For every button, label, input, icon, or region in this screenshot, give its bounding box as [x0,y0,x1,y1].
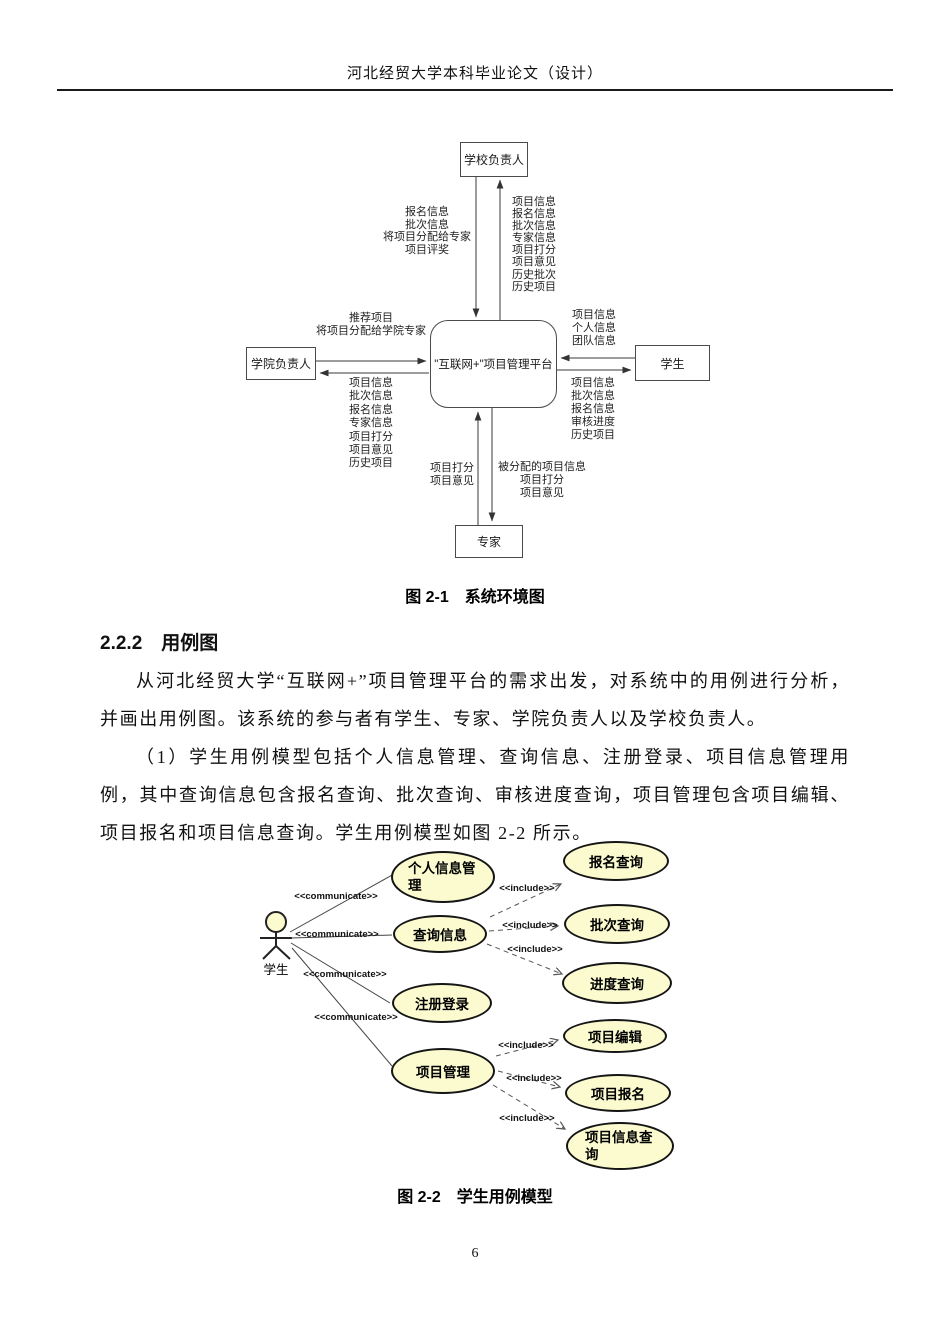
fig1-arrow-layer [316,177,635,525]
fig2-line-layer [260,873,950,1215]
node-school-manager: 学校负责人 [460,142,528,177]
usecase-label: 项目信息查询 [585,1130,653,1162]
stereotype-include: <<include>> [502,920,558,931]
actor-icon [260,911,292,960]
header-rule [57,89,893,91]
fig1-caption: 图 2-1 系统环境图 [405,589,545,606]
stereotype-include: <<include>> [506,1073,562,1084]
paragraph: 从河北经贸大学“互联网+”项目管理平台的需求出发，对系统中的用例进行分析，并画出… [100,671,850,729]
stereotype-communicate: <<communicate>> [294,891,378,902]
edge-communicate-project [291,947,393,1067]
node-college-manager: 学院负责人 [246,347,316,380]
paragraph: （1）学生用例模型包括个人信息管理、查询信息、注册登录、项目信息管理用例，其中查… [100,747,850,843]
usecase-enroll-query: 报名查询 [563,841,669,881]
usecase-project-edit: 项目编辑 [563,1019,667,1053]
page-header-title: 河北经贸大学本科毕业论文（设计） [346,66,603,82]
node-student: 学生 [635,345,710,381]
flow-label-platform-to-student: 项目信息 批次信息 报名信息 审核进度 历史项目 [571,377,615,441]
edge-include-project-enroll [497,1070,560,1087]
student-usecase-diagram: 学生 个人信息管理 查询信息 注册登录 项目管理 报名查询 批次查询 进度查询 … [0,840,950,1215]
actor-label: 学生 [263,963,289,977]
usecase-batch-query: 批次查询 [564,904,670,944]
flow-label-platform-to-expert: 被分配的项目信息 项目打分 项目意见 [498,461,586,499]
usecase-profile: 个人信息管理 [391,851,495,903]
edge-include-project-edit [495,1040,558,1057]
flow-label-expert-to-platform: 项目打分 项目意见 [430,462,474,487]
usecase-project-enroll: 项目报名 [565,1074,671,1112]
edge-communicate-profile [289,873,395,933]
fig2-caption: 图 2-2 学生用例模型 [397,1189,553,1206]
system-environment-diagram: 学校负责人 学院负责人 学生 专家 "互联网+"项目管理平台 报名信息 批次信息… [0,135,950,606]
stereotype-communicate: <<communicate>> [303,969,387,980]
stereotype-communicate: <<communicate>> [295,929,379,940]
stereotype-include: <<include>> [499,883,555,894]
flow-label-platform-to-college: 项目信息 批次信息 报名信息 专家信息 项目打分 项目意见 历史项目 [349,377,393,470]
usecase-label: 个人信息管理 [408,861,476,893]
stereotype-include: <<include>> [498,1040,554,1051]
stereotype-communicate: <<communicate>> [314,1012,398,1023]
node-expert: 专家 [455,525,523,558]
edge-include-progress-query [486,943,562,974]
usecase-query: 查询信息 [393,915,487,953]
edge-include-batch-query [488,926,558,932]
edge-include-enroll-query [489,884,561,918]
body-text: 从河北经贸大学“互联网+”项目管理平台的需求出发，对系统中的用例进行分析，并画出… [100,662,850,852]
section-heading: 2.2.2 用例图 [100,633,219,654]
usecase-project: 项目管理 [391,1048,495,1094]
stereotype-include: <<include>> [499,1113,555,1124]
page-number: 6 [471,1246,479,1261]
node-platform: "互联网+"项目管理平台 [430,320,557,408]
flow-label-student-to-platform: 项目信息 个人信息 团队信息 [572,309,616,347]
flow-label-platform-to-school: 项目信息 报名信息 批次信息 专家信息 项目打分 项目意见 历史批次 历史项目 [512,196,556,293]
usecase-project-info-query: 项目信息查询 [566,1122,674,1170]
edge-communicate-query [290,934,393,939]
usecase-register: 注册登录 [392,983,492,1023]
flow-label-college-to-platform: 推荐项目 将项目分配给学院专家 [316,312,426,337]
usecase-progress-query: 进度查询 [562,962,672,1004]
flow-label-school-to-platform: 报名信息 批次信息 将项目分配给专家 项目评奖 [383,206,471,256]
stereotype-include: <<include>> [507,944,563,955]
edge-communicate-register [290,942,391,1004]
